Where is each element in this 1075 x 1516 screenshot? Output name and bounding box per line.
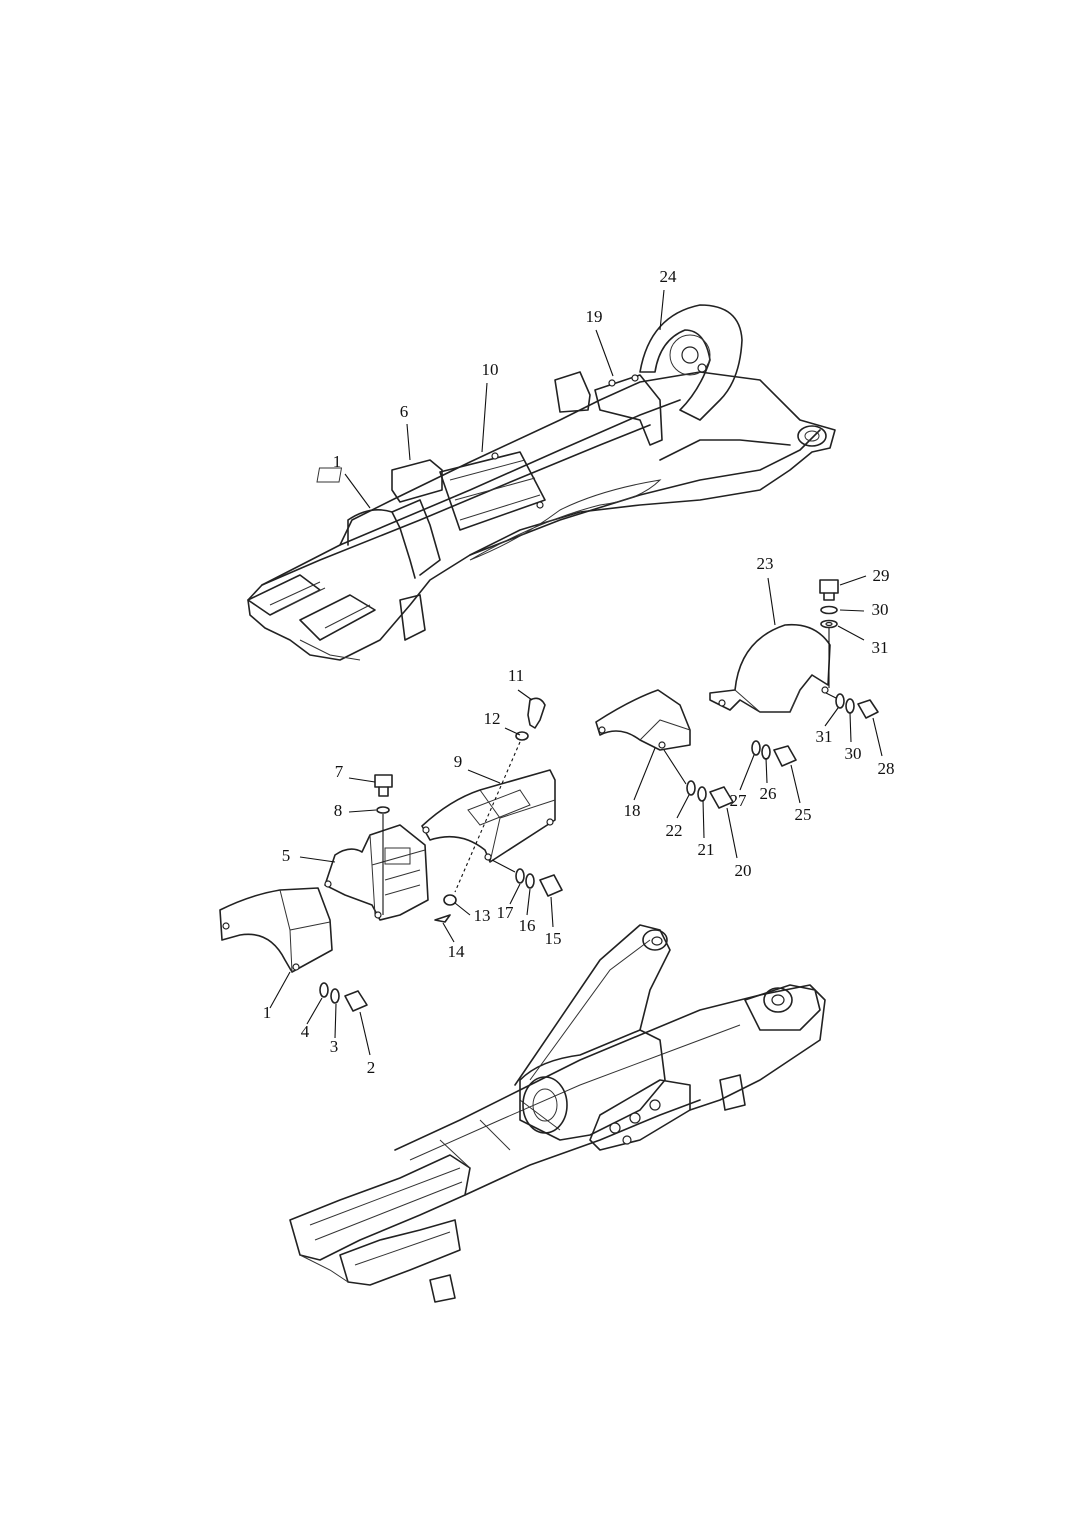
cover-plate-9	[421, 769, 556, 863]
bolt-stack-25-26-27	[751, 740, 797, 767]
callout-2: 2	[367, 1058, 376, 1077]
callout-22: 22	[666, 821, 683, 840]
guard-18	[595, 689, 691, 751]
bottom-track-frame	[289, 924, 826, 1303]
bolt-11-washer-12	[454, 697, 546, 893]
callout-29: 29	[873, 566, 890, 585]
washer-13	[443, 894, 457, 906]
bolt-stack-20-21-22	[663, 749, 734, 809]
callout-5: 5	[282, 846, 291, 865]
callout-25: 25	[795, 805, 812, 824]
callout-30-bottom: 30	[845, 744, 862, 763]
pin-14	[434, 914, 451, 923]
callout-26: 26	[760, 784, 777, 803]
bracket-block-5	[324, 824, 429, 921]
bolt-stack-29-30-31	[819, 579, 839, 688]
callout-20: 20	[735, 861, 752, 880]
callout-14: 14	[448, 942, 466, 961]
callout-15: 15	[545, 929, 562, 948]
callout-10: 10	[482, 360, 499, 379]
bolt-stack-28-30-31	[825, 692, 879, 719]
callout-24: 24	[660, 267, 678, 286]
callout-31-top: 31	[872, 638, 889, 657]
callout-16: 16	[519, 916, 536, 935]
callout-1-top: 1	[333, 452, 342, 471]
callout-28: 28	[878, 759, 895, 778]
callout-6: 6	[400, 402, 409, 421]
callout-4: 4	[301, 1022, 310, 1041]
guard-23	[709, 623, 831, 713]
bolt-stack-2-3-4	[319, 982, 368, 1012]
callout-labels: 1 6 10 19 24 23 29 30 31 31 30 28 27 26 …	[263, 267, 895, 1077]
guard-1-lower	[219, 887, 333, 973]
callout-7: 7	[335, 762, 344, 781]
callout-30-top: 30	[872, 600, 889, 619]
callout-3: 3	[330, 1037, 339, 1056]
callout-21: 21	[698, 840, 715, 859]
callout-9: 9	[454, 752, 463, 771]
top-track-frame-assembly	[247, 304, 836, 661]
callout-31-bottom: 31	[816, 727, 833, 746]
callout-18: 18	[624, 801, 641, 820]
bolt-7-washer-8	[374, 774, 393, 915]
callout-19: 19	[586, 307, 603, 326]
callout-23: 23	[757, 554, 774, 573]
callout-13: 13	[474, 906, 491, 925]
bolt-stack-15-16-17	[491, 859, 563, 897]
callout-17: 17	[497, 903, 515, 922]
leader-lines	[269, 289, 883, 1056]
callout-11: 11	[508, 666, 524, 685]
callout-12: 12	[484, 709, 501, 728]
callout-1-bottom: 1	[263, 1003, 272, 1022]
callout-8: 8	[334, 801, 343, 820]
callout-27: 27	[730, 791, 748, 810]
